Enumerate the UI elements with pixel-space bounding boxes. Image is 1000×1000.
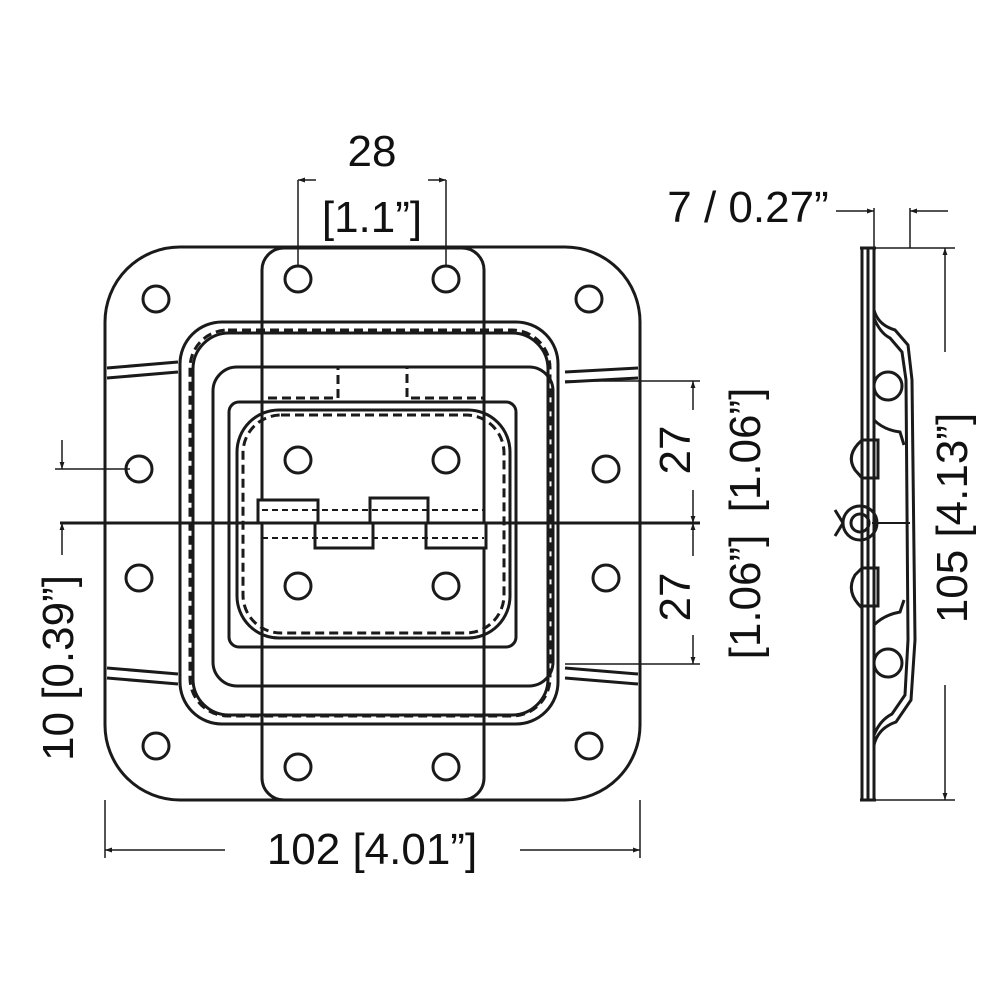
pin-spacing-in-label: [1.1”]: [322, 193, 422, 242]
side-knuckle: [849, 566, 864, 610]
side-dish-profile: [872, 309, 917, 746]
leaf-hole: [431, 571, 461, 601]
side-rivet: [872, 370, 904, 402]
thickness-label: 7 / 0.27”: [667, 183, 828, 232]
left-rim-line: [106, 676, 179, 686]
upper-half-in-label: [1.06”]: [721, 388, 770, 513]
leaf-hole: [431, 752, 461, 782]
mount-hole: [141, 731, 171, 761]
upper-left-slot: [262, 365, 340, 400]
offset-label: 10 [0.39”]: [34, 575, 83, 761]
hinge-knuckle: [368, 496, 430, 525]
side-knuckle: [849, 438, 864, 479]
side-hinge-pin-outer: [841, 504, 879, 542]
hinge-knuckle: [313, 521, 375, 550]
left-rim-line: [106, 666, 179, 676]
hinge-knuckle: [424, 521, 488, 550]
side-hinge-arm: [833, 522, 845, 537]
mount-hole: [574, 731, 604, 761]
leaf-hole: [431, 264, 461, 294]
side-rivet: [872, 647, 904, 679]
front-view: [60, 245, 700, 802]
mount-hole: [591, 454, 621, 484]
upper-right-slot: [405, 365, 484, 400]
side-knuckle-block: [860, 438, 880, 480]
side-inner-wave: [872, 599, 906, 627]
dish-step-inner: [211, 365, 555, 688]
upper-half-mm-label: 27: [651, 426, 700, 475]
side-view: [833, 246, 917, 802]
mount-hole: [574, 284, 604, 314]
mount-hole: [124, 563, 154, 593]
side-hinge-arm: [833, 509, 845, 524]
width-label: 102 [4.01”]: [267, 825, 477, 874]
hinge-knuckle: [256, 498, 320, 525]
height-label: 105 [4.13”]: [928, 413, 977, 623]
right-rim-line: [564, 666, 639, 676]
left-rim-line: [106, 370, 179, 380]
lower-half-mm-label: 27: [651, 573, 700, 622]
right-rim-line: [564, 366, 639, 374]
side-inner-wave: [872, 418, 906, 446]
side-hinge-pin: [849, 512, 871, 534]
leaf-hole: [283, 264, 313, 294]
dimension-labels: 28 [1.1”] 7 / 0.27” 27 [1.06”] 27 [1.06”…: [34, 127, 977, 874]
left-rim-line: [106, 360, 179, 370]
side-dish-profile-inner: [872, 317, 910, 736]
dimension-lines: [55, 177, 955, 858]
lower-half-in-label: [1.06”]: [721, 535, 770, 660]
right-rim-line: [564, 676, 639, 686]
side-knuckle-block: [860, 566, 880, 608]
leaf-hole: [283, 752, 313, 782]
leaf-hole: [283, 445, 313, 475]
pin-spacing-mm-label: 28: [348, 127, 397, 176]
leaf-hole: [283, 571, 313, 601]
leaf-hole: [431, 445, 461, 475]
mount-hole: [141, 284, 171, 314]
mount-hole: [591, 563, 621, 593]
